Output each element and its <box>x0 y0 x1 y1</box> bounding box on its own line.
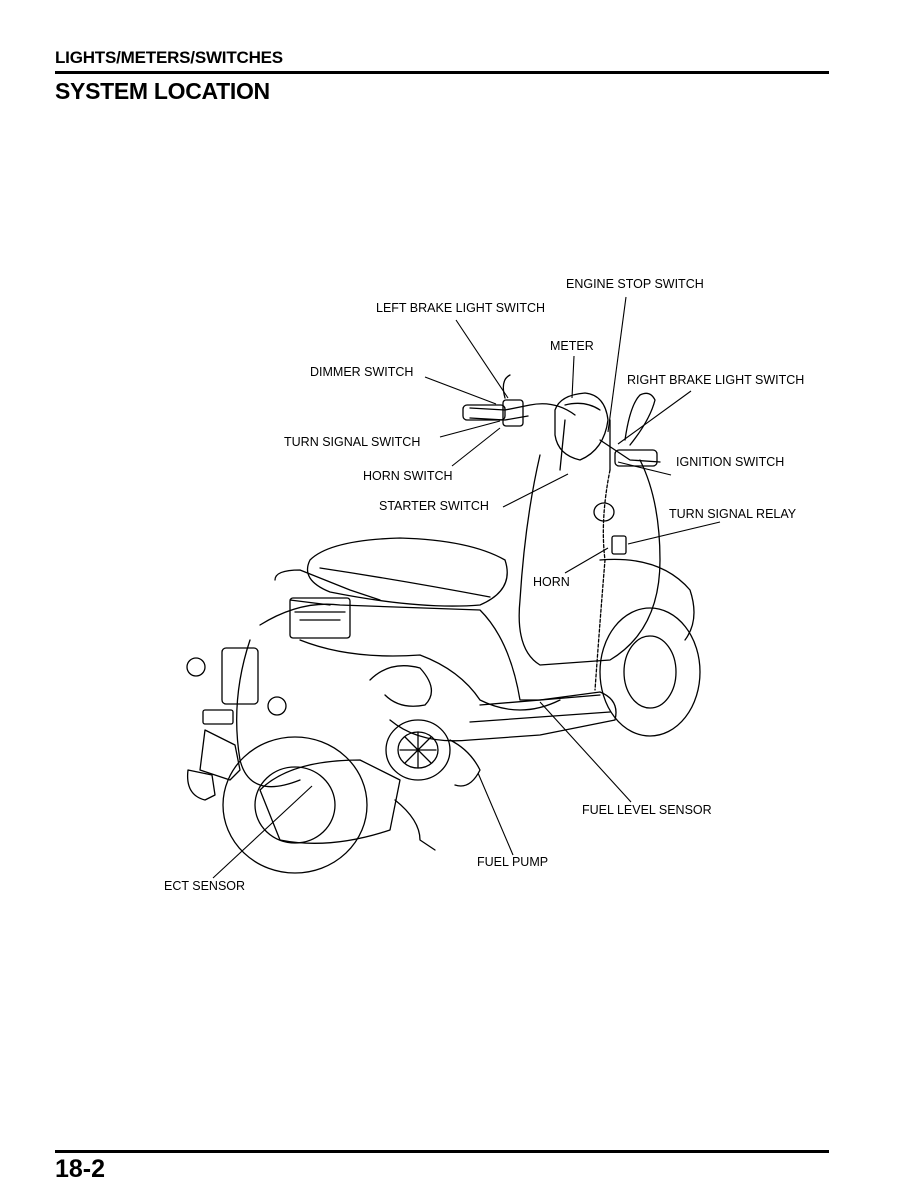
callout-left-brake-light-switch: LEFT BRAKE LIGHT SWITCH <box>376 301 546 315</box>
callout-ect-sensor: ECT SENSOR <box>164 879 246 893</box>
callout-turn-signal-relay: TURN SIGNAL RELAY <box>669 507 797 521</box>
callout-right-brake-light-switch: RIGHT BRAKE LIGHT SWITCH <box>627 373 805 387</box>
callout-starter-switch: STARTER SWITCH <box>379 499 489 513</box>
callout-ignition-switch: IGNITION SWITCH <box>676 455 785 469</box>
section-header: LIGHTS/METERS/SWITCHES <box>55 48 283 67</box>
callout-meter: METER <box>550 339 594 353</box>
callout-engine-stop-switch: ENGINE STOP SWITCH <box>566 277 704 291</box>
callout-fuel-pump: FUEL PUMP <box>477 855 549 869</box>
page-title: SYSTEM LOCATION <box>55 78 270 104</box>
callout-fuel-level-sensor: FUEL LEVEL SENSOR <box>582 803 712 817</box>
callout-turn-signal-switch: TURN SIGNAL SWITCH <box>284 435 421 449</box>
callout-horn-switch: HORN SWITCH <box>363 469 453 483</box>
callout-horn: HORN <box>533 575 570 589</box>
bottom-rule <box>55 1150 829 1153</box>
top-rule <box>55 71 829 74</box>
callout-dimmer-switch: DIMMER SWITCH <box>310 365 414 379</box>
page-number: 18-2 <box>55 1155 106 1183</box>
